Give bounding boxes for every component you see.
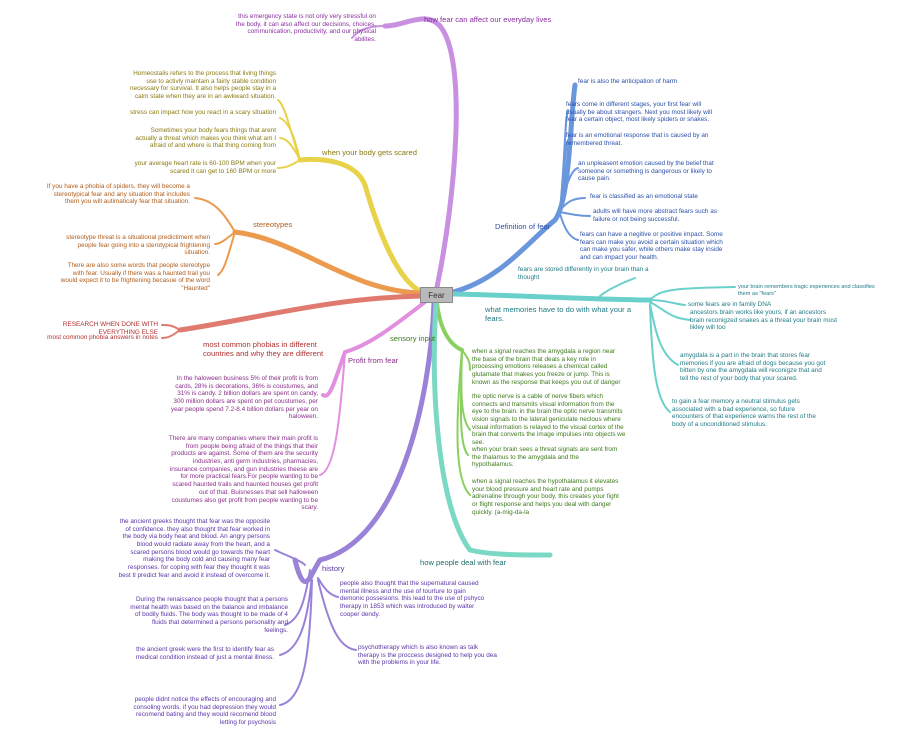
note-body-2: Sometimes your body fears things that ar… bbox=[135, 127, 276, 150]
note-history-1: During the renaissance people thought th… bbox=[130, 596, 288, 634]
note-sensory-1: the optic nerve is a cable of nerve fibe… bbox=[472, 393, 626, 447]
note-stereotypes-2: There are also some words that people st… bbox=[60, 262, 210, 293]
note-memories-1: your brain remembers tragic experiences … bbox=[738, 284, 875, 297]
note-definition-2: fear is an emotional response that is ca… bbox=[566, 132, 709, 147]
link-stereotypes bbox=[232, 229, 425, 296]
branch-profit[interactable]: Profit from fear bbox=[348, 356, 399, 365]
note-stereotypes-0: If you have a phobia of spiders, they wi… bbox=[46, 183, 190, 206]
branch-deal[interactable]: how people deal with fear bbox=[420, 558, 507, 567]
note-memories-4: amygdala is a part in the brain that sto… bbox=[680, 352, 826, 383]
branch-sensory[interactable]: sensory input bbox=[390, 334, 436, 343]
branch-body[interactable]: when your body gets scared bbox=[322, 148, 417, 157]
note-everyday-0: this emergency state is not only very st… bbox=[235, 13, 376, 44]
note-history-4: people also thought that the supernatura… bbox=[340, 580, 485, 618]
note-memories-0: fears are stored differently in your bra… bbox=[518, 266, 649, 281]
note-body-1: stress can impact how you react in a sca… bbox=[130, 109, 276, 116]
note-history-0: the ancient greeks thought that fear was… bbox=[118, 518, 270, 579]
note-profit-1: There are many companies where their mai… bbox=[168, 435, 318, 512]
note-body-3: your average heart rate is 60-100 BPM wh… bbox=[134, 160, 276, 175]
note-profit-0: In the haloween business 5% of their pro… bbox=[170, 375, 318, 421]
link-phobias bbox=[177, 293, 425, 333]
link-history bbox=[292, 300, 437, 585]
note-phobias-1: most common phobia answers in notes bbox=[47, 334, 158, 341]
note-history-3: people didnt notice the effects of encou… bbox=[133, 696, 276, 727]
note-definition-0: fear is also the anticipation of harm bbox=[578, 78, 678, 85]
branch-memories[interactable]: what memories have to do with what your … bbox=[485, 305, 632, 324]
note-sensory-0: when a signal reaches the amygdala a reg… bbox=[472, 348, 621, 386]
note-sensory-3: when a signal reaches the hypothalamus i… bbox=[472, 478, 619, 516]
note-phobias-0: RESEARCH WHEN DONE WITH EVERYTHING ELSE bbox=[62, 321, 158, 336]
branch-everyday[interactable]: how fear can affect our everyday lives bbox=[424, 15, 552, 24]
branch-definition[interactable]: Definition of fear bbox=[495, 222, 551, 231]
link-definition bbox=[450, 82, 578, 295]
note-sensory-2: when your brain sees a threat signals ar… bbox=[472, 446, 618, 469]
branch-history[interactable]: history bbox=[322, 564, 345, 573]
note-definition-1: fears come in different stages, your fir… bbox=[566, 101, 712, 124]
center-node-fear[interactable]: Fear bbox=[420, 287, 453, 303]
note-memories-2: some fears are in family DNA bbox=[688, 301, 772, 308]
note-history-5: psychotherapy which is also known as tal… bbox=[358, 644, 497, 667]
link-everyday bbox=[382, 16, 459, 290]
note-definition-5: adults will have more abstract fears suc… bbox=[593, 208, 717, 223]
note-stereotypes-1: stereotype threat is a situational predi… bbox=[66, 234, 210, 257]
note-memories-5: to gain a fear memory a neutral stimulus… bbox=[672, 398, 816, 429]
link-deal bbox=[431, 300, 553, 558]
note-definition-4: fear is classified as an emotional state bbox=[590, 193, 698, 200]
link-body bbox=[297, 156, 425, 295]
note-history-2: the ancient greek were the first to iden… bbox=[135, 646, 274, 661]
note-definition-6: fears can have a negitive or positive im… bbox=[580, 231, 723, 262]
branch-phobias[interactable]: most common phobias in different countri… bbox=[203, 340, 324, 359]
branch-stereotypes[interactable]: stereotypes bbox=[253, 220, 293, 229]
note-memories-3: ancestors brain works like yours, if an … bbox=[690, 309, 838, 332]
note-body-0: Homeostalis refers to the process that l… bbox=[130, 70, 276, 101]
note-definition-3: an unpleasent emotion caused by the beli… bbox=[578, 160, 714, 183]
link-memories bbox=[450, 291, 653, 303]
